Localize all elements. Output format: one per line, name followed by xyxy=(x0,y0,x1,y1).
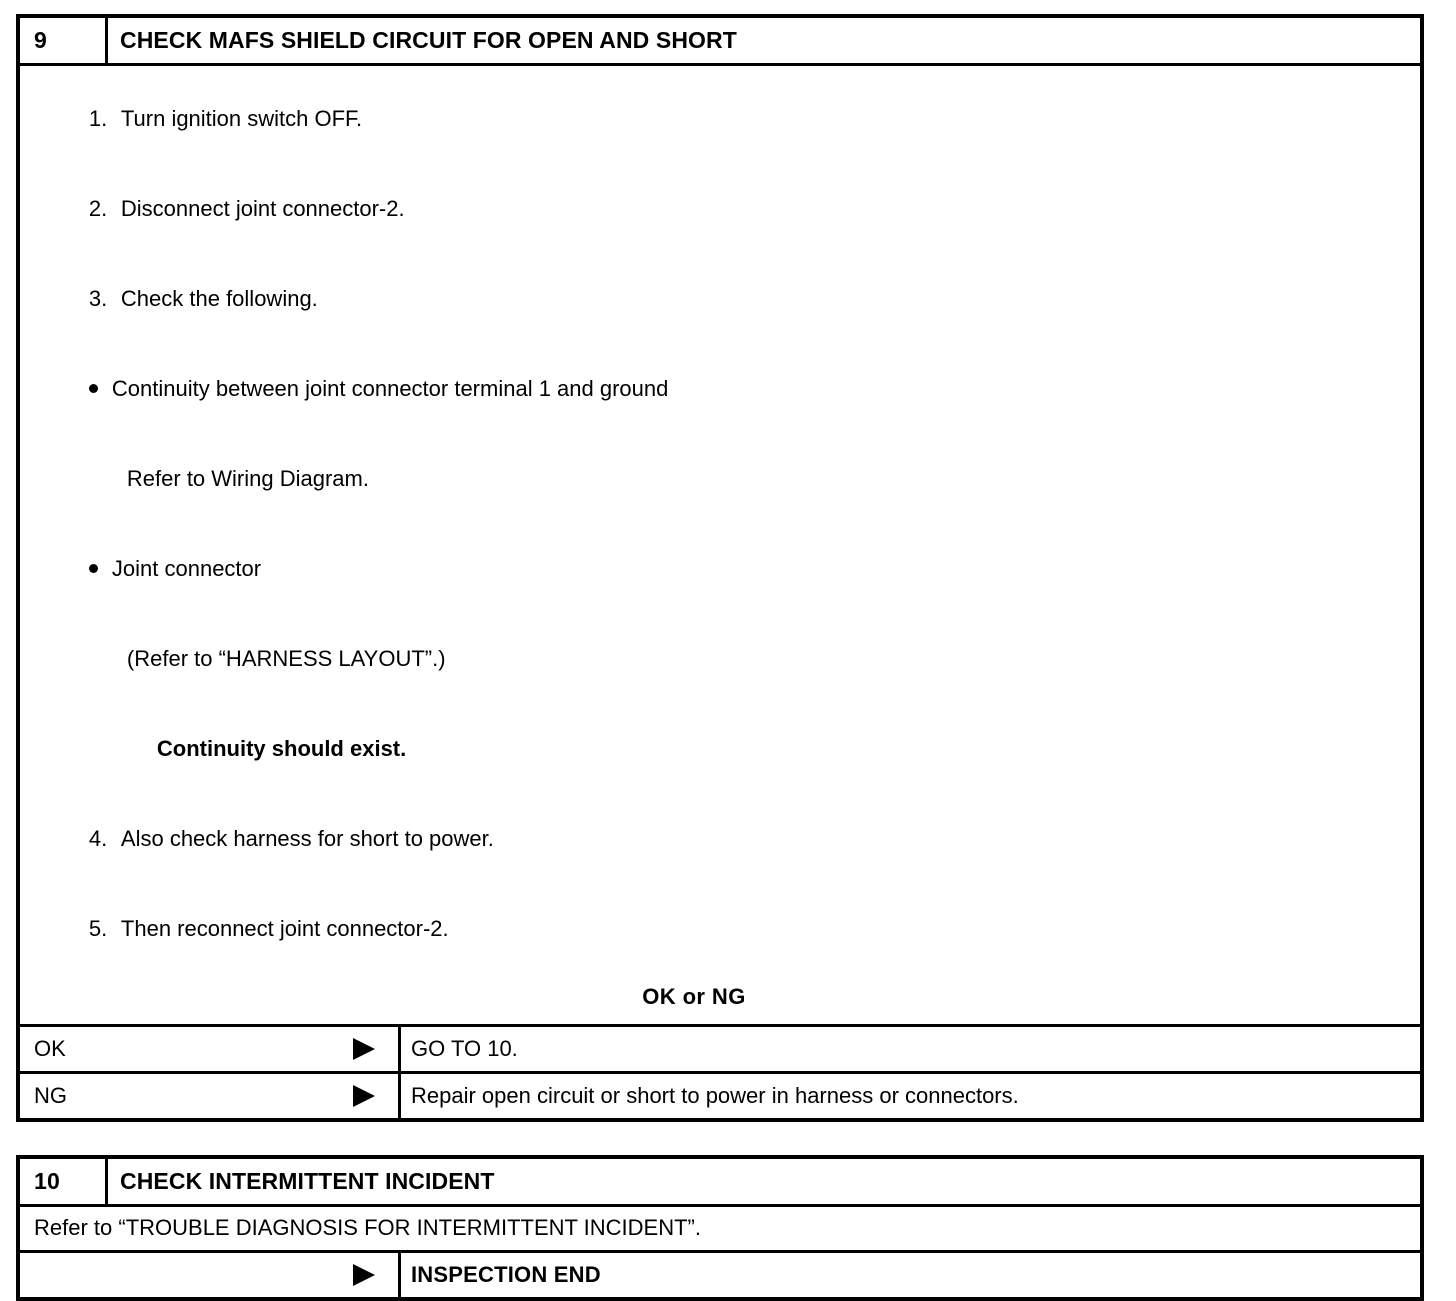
result-row-ok: OK GO TO 10. xyxy=(20,1024,1420,1071)
procedure-marker: 5. xyxy=(88,916,108,941)
result-label xyxy=(20,1253,330,1297)
procedure-emphasis-line: Continuity should exist. xyxy=(34,704,1410,794)
procedure-line: 1. Turn ignition switch OFF. xyxy=(34,74,1410,164)
step-header-10: 10 CHECK INTERMITTENT INCIDENT xyxy=(20,1159,1420,1207)
procedure-marker: 4. xyxy=(88,826,108,851)
result-action: INSPECTION END xyxy=(411,1262,601,1287)
bullet-icon xyxy=(88,384,98,393)
step-header-9: 9 CHECK MAFS SHIELD CIRCUIT FOR OPEN AND… xyxy=(20,18,1420,66)
step-number-10: 10 xyxy=(34,1168,60,1194)
step-number-9: 9 xyxy=(34,27,47,53)
diagnostic-flowchart-page: 9 CHECK MAFS SHIELD CIRCUIT FOR OPEN AND… xyxy=(16,14,1424,1301)
procedure-text: Joint connector xyxy=(111,556,262,581)
right-triangle-arrow-icon xyxy=(353,1264,375,1286)
procedure-text: Continuity between joint connector termi… xyxy=(111,376,669,401)
step-body-9: 1. Turn ignition switch OFF. 2. Disconnect… xyxy=(20,66,1420,1024)
procedure-line: Continuity between joint connector termi… xyxy=(34,344,1410,434)
step-title-10: CHECK INTERMITTENT INCIDENT xyxy=(120,1168,495,1194)
result-action: GO TO 10. xyxy=(411,1036,518,1061)
result-row-inspection-end: INSPECTION END xyxy=(20,1250,1420,1297)
procedure-text: Then reconnect joint connector-2. xyxy=(120,916,449,941)
procedure-line: 3. Check the following. xyxy=(34,254,1410,344)
procedure-text: Disconnect joint connector-2. xyxy=(120,196,405,221)
procedure-text: Turn ignition switch OFF. xyxy=(120,106,363,131)
diagnostic-step-block-10: 10 CHECK INTERMITTENT INCIDENT Refer to … xyxy=(16,1155,1424,1301)
right-triangle-arrow-icon xyxy=(353,1085,375,1107)
step-number-divider xyxy=(105,18,108,63)
procedure-line: 5. Then reconnect joint connector-2. xyxy=(34,884,1410,974)
procedure-text: Continuity should exist. xyxy=(156,736,407,761)
result-row-ng: NG Repair open circuit or short to power… xyxy=(20,1071,1420,1118)
bullet-icon xyxy=(88,564,98,573)
procedure-line: Refer to Wiring Diagram. xyxy=(34,434,1410,524)
procedure-marker: 3. xyxy=(88,286,108,311)
procedure-line: 2. Disconnect joint connector-2. xyxy=(34,164,1410,254)
judgement-label: OK or NG xyxy=(642,984,746,1009)
procedure-text: Also check harness for short to power. xyxy=(120,826,494,851)
right-triangle-arrow-icon xyxy=(353,1038,375,1060)
step-title-9: CHECK MAFS SHIELD CIRCUIT FOR OPEN AND S… xyxy=(120,27,737,53)
procedure-line: (Refer to “HARNESS LAYOUT”.) xyxy=(34,614,1410,704)
diagnostic-step-block-9: 9 CHECK MAFS SHIELD CIRCUIT FOR OPEN AND… xyxy=(16,14,1424,1122)
refer-text: Refer to “TROUBLE DIAGNOSIS FOR INTERMIT… xyxy=(34,1215,701,1240)
procedure-text: Refer to Wiring Diagram. xyxy=(126,466,369,491)
procedure-marker: 2. xyxy=(88,196,108,221)
result-action: Repair open circuit or short to power in… xyxy=(411,1083,1019,1108)
result-arrow-cell xyxy=(330,1253,398,1297)
procedure-line: Joint connector xyxy=(34,524,1410,614)
result-label: NG xyxy=(34,1083,67,1108)
procedure-marker: 1. xyxy=(88,106,108,131)
result-arrow-cell xyxy=(330,1074,398,1118)
procedure-text: (Refer to “HARNESS LAYOUT”.) xyxy=(126,646,446,671)
procedure-text: Check the following. xyxy=(120,286,318,311)
result-arrow-cell xyxy=(330,1027,398,1071)
procedure-line: 4. Also check harness for short to power. xyxy=(34,794,1410,884)
result-label: OK xyxy=(34,1036,66,1061)
